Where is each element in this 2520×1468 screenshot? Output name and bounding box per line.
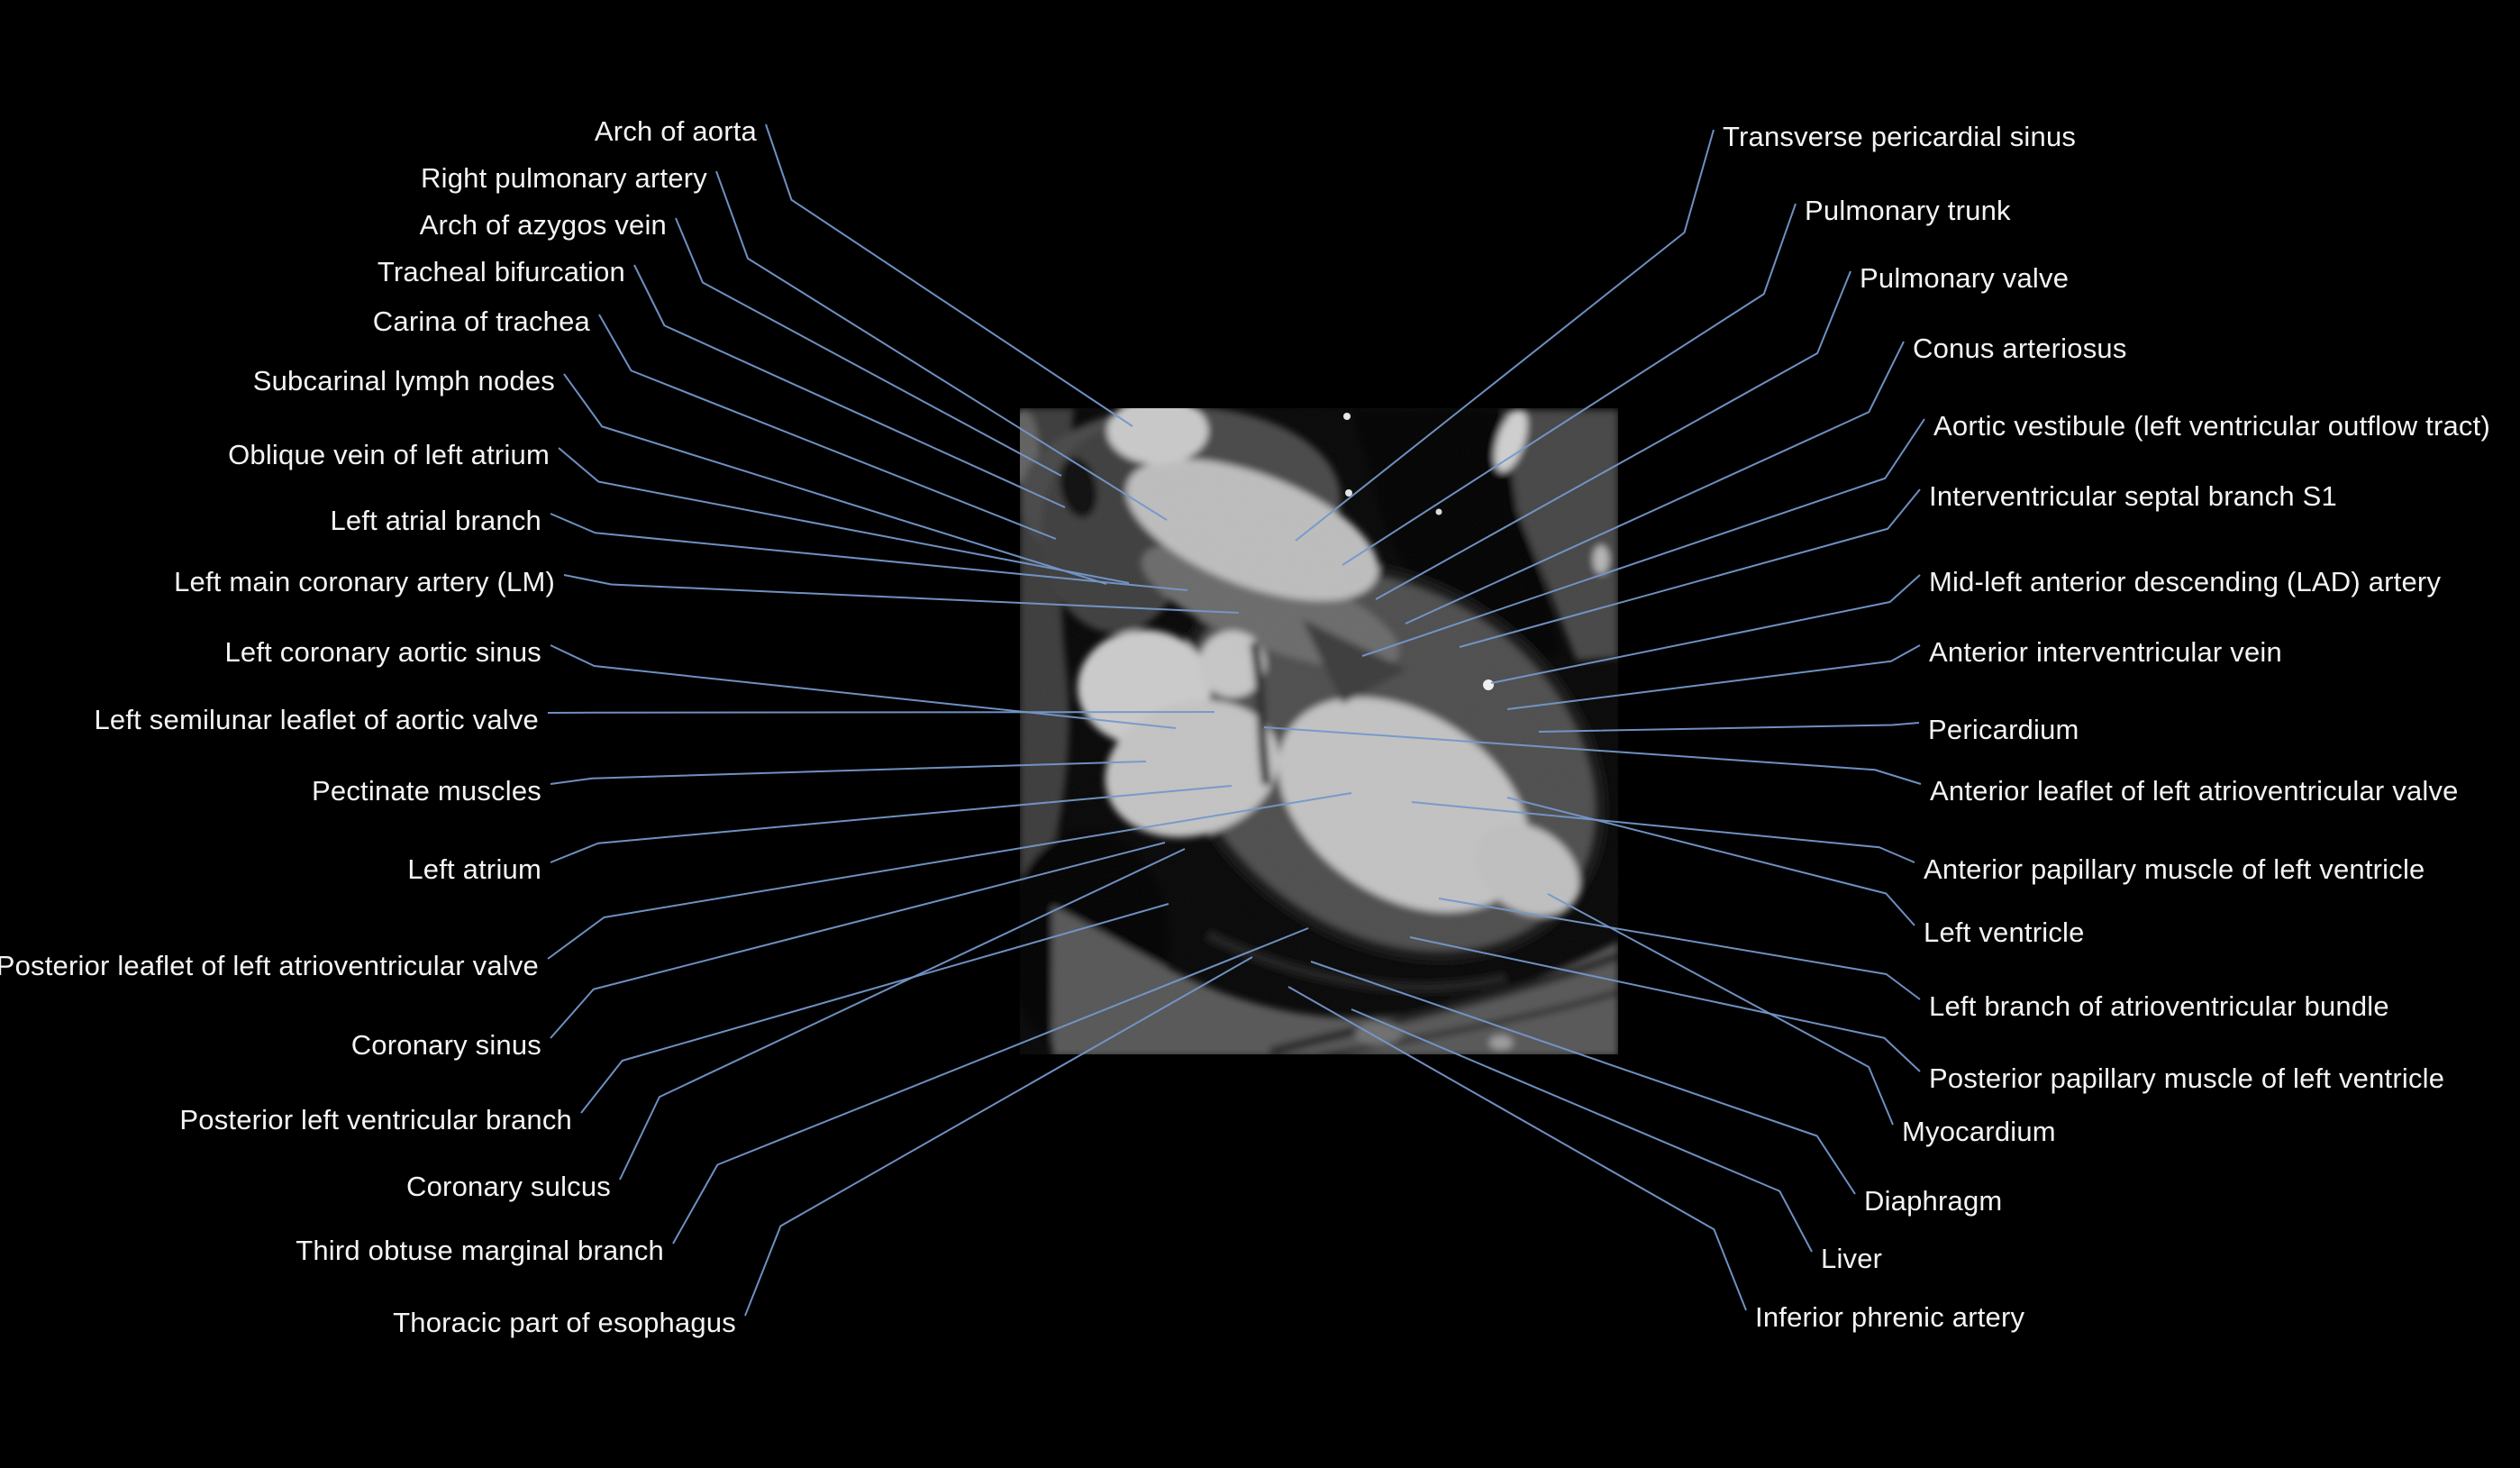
- anatomy-label-left-6: Oblique vein of left atrium: [228, 439, 550, 470]
- anatomy-label-left-18: Thoracic part of esophagus: [393, 1307, 736, 1338]
- anatomy-label-right-3: Conus arteriosus: [1913, 333, 2127, 364]
- anatomy-label-right-10: Anterior papillary muscle of left ventri…: [1924, 853, 2425, 885]
- anatomy-label-left-3: Tracheal bifurcation: [377, 256, 625, 287]
- anatomy-label-right-2: Pulmonary valve: [1860, 262, 2070, 294]
- anatomy-label-left-9: Left coronary aortic sinus: [224, 636, 541, 668]
- leader-line-left-4: [598, 314, 1057, 540]
- ct-noise-texture: [1020, 408, 1618, 1054]
- anatomy-label-left-8: Left main coronary artery (LM): [174, 566, 555, 597]
- anatomy-label-right-16: Liver: [1821, 1243, 1883, 1274]
- anatomy-label-left-14: Coronary sinus: [350, 1029, 541, 1061]
- ct-scan-image: [1000, 401, 1624, 1056]
- ct-scan-graphic: [1020, 408, 1618, 1054]
- leader-line-left-0: [765, 123, 1133, 427]
- anatomy-label-right-6: Mid-left anterior descending (LAD) arter…: [1929, 566, 2442, 597]
- anatomy-label-left-10: Left semilunar leaflet of aortic valve: [94, 704, 539, 735]
- anatomy-label-right-5: Interventricular septal branch S1: [1929, 480, 2337, 512]
- anatomy-label-right-12: Left branch of atrioventricular bundle: [1929, 990, 2389, 1022]
- anatomy-label-left-4: Carina of trachea: [372, 305, 590, 337]
- anatomy-label-right-7: Anterior interventricular vein: [1929, 636, 2282, 668]
- anatomy-label-left-16: Coronary sulcus: [406, 1171, 611, 1202]
- anatomy-label-left-0: Arch of aorta: [594, 115, 757, 147]
- anatomy-label-right-1: Pulmonary trunk: [1805, 195, 2011, 226]
- anatomy-label-left-12: Left atrium: [407, 853, 541, 885]
- anatomy-label-left-17: Third obtuse marginal branch: [296, 1235, 664, 1266]
- anatomy-label-right-17: Inferior phrenic artery: [1755, 1301, 2025, 1333]
- anatomy-label-right-14: Myocardium: [1902, 1116, 2056, 1147]
- anatomy-label-right-11: Left ventricle: [1924, 916, 2085, 948]
- anatomy-label-right-15: Diaphragm: [1864, 1185, 2003, 1217]
- anatomy-label-left-13: Posterior leaflet of left atrioventricul…: [0, 950, 539, 981]
- anatomy-label-right-9: Anterior leaflet of left atrioventricula…: [1930, 775, 2459, 807]
- anatomy-label-right-0: Transverse pericardial sinus: [1723, 121, 2077, 152]
- anatomy-label-left-2: Arch of azygos vein: [419, 209, 667, 241]
- anatomy-label-left-15: Posterior left ventricular branch: [179, 1104, 572, 1135]
- anatomy-label-right-4: Aortic vestibule (left ventricular outfl…: [1933, 410, 2490, 442]
- anatomy-label-left-1: Right pulmonary artery: [421, 162, 707, 194]
- anatomy-label-right-8: Pericardium: [1928, 714, 2079, 745]
- anatomy-label-left-11: Pectinate muscles: [312, 775, 541, 807]
- anatomy-label-right-13: Posterior papillary muscle of left ventr…: [1929, 1062, 2445, 1094]
- anatomy-label-left-7: Left atrial branch: [330, 505, 541, 536]
- anatomy-label-left-5: Subcarinal lymph nodes: [252, 365, 555, 397]
